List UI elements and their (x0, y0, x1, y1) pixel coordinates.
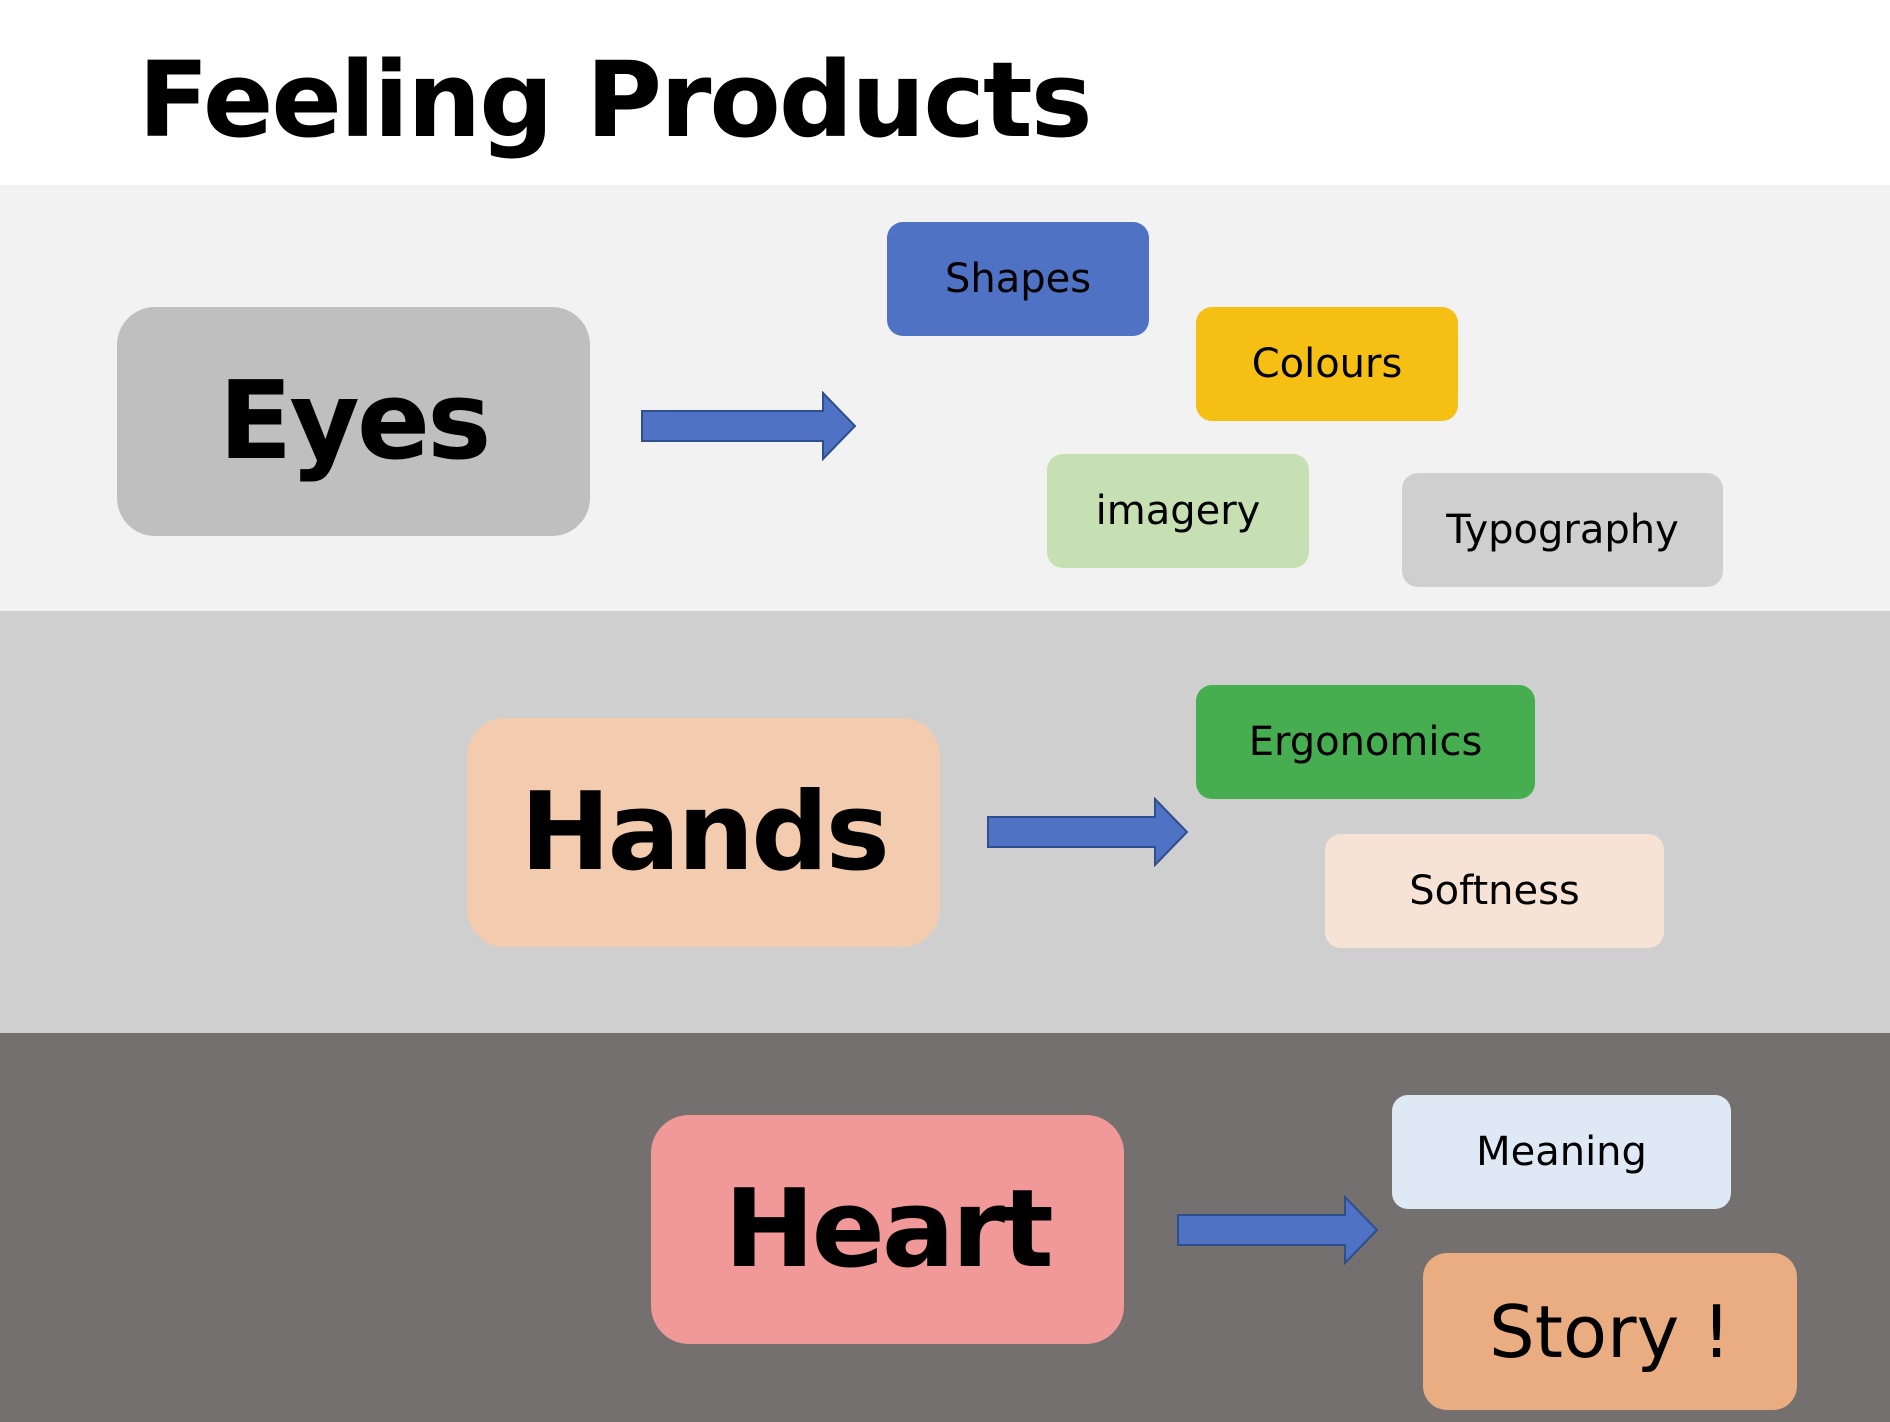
hands-box: Hands (467, 718, 940, 947)
meaning-box: Meaning (1392, 1095, 1731, 1209)
page-title: Feeling Products (138, 39, 1093, 161)
softness-box: Softness (1325, 834, 1664, 948)
heart-box: Heart (651, 1115, 1124, 1344)
ergonomics-box: Ergonomics (1196, 685, 1535, 799)
shapes-box: Shapes (887, 222, 1149, 336)
eyes-band: Eyes Shapes Colours imagery Typography (0, 185, 1890, 611)
hands-band: Hands Ergonomics Softness (0, 611, 1890, 1033)
eyes-box: Eyes (117, 307, 590, 536)
imagery-box: imagery (1047, 454, 1309, 568)
typography-box: Typography (1402, 473, 1723, 587)
heart-band: Heart Meaning Story ! (0, 1033, 1890, 1422)
colours-box: Colours (1196, 307, 1458, 421)
heart-arrow-icon (1177, 1195, 1379, 1265)
hands-arrow-icon (987, 797, 1189, 867)
eyes-arrow-icon (641, 391, 857, 461)
story-box: Story ! (1423, 1253, 1797, 1410)
